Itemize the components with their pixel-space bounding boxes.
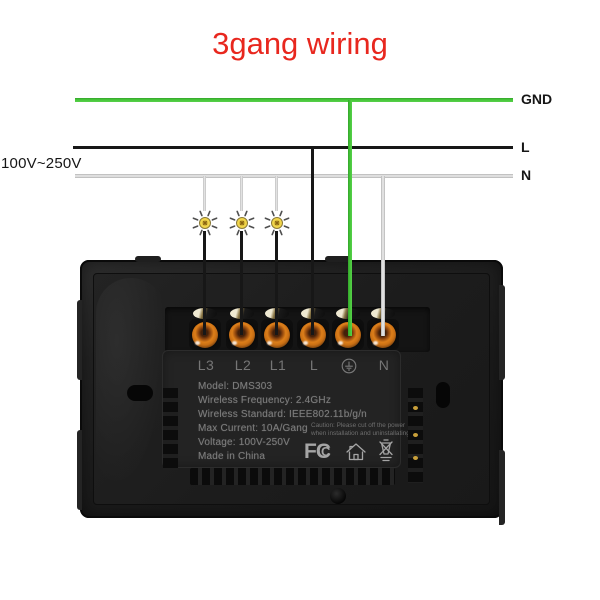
spec-line: Made in China	[198, 451, 266, 462]
caution-line: Caution: Please cut off the power	[311, 422, 406, 429]
light-bulb-icon	[229, 210, 255, 236]
gnd-wire-label: GND	[521, 91, 553, 107]
mounting-hole	[436, 382, 450, 408]
lamp-feed-wire	[240, 176, 243, 211]
crossed-out-bin-icon	[379, 439, 393, 462]
device-glare	[96, 278, 166, 488]
spec-line: Model: DMS303	[198, 381, 273, 392]
gnd-drop-wire	[348, 100, 352, 336]
terminal-label: L1	[269, 357, 287, 373]
screw-hole	[330, 488, 346, 504]
terminal-label: L	[309, 357, 319, 373]
contact-pin	[413, 456, 418, 460]
spec-line: Max Current: 10A/Gang	[198, 423, 308, 434]
lamp-return-wire	[203, 231, 206, 335]
neutral-wire	[75, 174, 513, 178]
neutral-wire-label: N	[521, 167, 532, 183]
gnd-wire	[75, 98, 513, 102]
smart-switch-device: L3 L2 L1 L N Model: DMS303 Wireless Freq…	[77, 256, 505, 525]
spec-line: Wireless Frequency: 2.4GHz	[198, 395, 332, 406]
mounting-clip	[77, 430, 82, 510]
light-bulb-icon	[264, 210, 290, 236]
svg-text:C: C	[321, 444, 331, 459]
spec-line: Wireless Standard: IEEE802.11b/g/n	[198, 409, 367, 420]
device-specs: Model: DMS303 Wireless Frequency: 2.4GHz…	[198, 380, 367, 464]
lamp-feed-wire	[203, 176, 206, 211]
lamp-return-wire	[275, 231, 278, 335]
mounting-clip	[499, 450, 505, 525]
live-wire	[73, 146, 513, 149]
diagram-title: 3gang wiring	[212, 26, 388, 61]
house-indoor-use-icon	[346, 443, 366, 461]
live-wire-label: L	[521, 139, 530, 155]
caution-line: when installation and uninstallating	[311, 429, 410, 437]
svg-text:FC: FC	[304, 440, 331, 463]
earth-ground-symbol-icon	[341, 358, 357, 374]
spec-panel: L3 L2 L1 L N Model: DMS303 Wireless Freq…	[162, 350, 410, 468]
terminal-label: N	[378, 357, 390, 373]
mounting-hole	[127, 385, 153, 401]
terminal-label: L3	[197, 357, 215, 373]
vent-teeth	[190, 468, 395, 485]
lamp-feed-wire	[275, 176, 278, 211]
voltage-range-label: 100V~250V	[1, 155, 82, 172]
spec-line: Voltage: 100V-250V	[198, 437, 291, 448]
light-bulb-icon	[192, 210, 218, 236]
top-clip-bump	[135, 256, 161, 262]
caution-note: Caution: Please cut off the power when i…	[311, 422, 411, 438]
live-drop-wire	[311, 147, 314, 335]
terminal-label: L2	[234, 357, 252, 373]
mounting-clip	[499, 285, 505, 380]
contact-pin	[413, 433, 418, 437]
neutral-drop-wire	[381, 176, 385, 336]
contact-pin	[413, 406, 418, 410]
mounting-clip	[77, 300, 82, 380]
top-clip-bump	[325, 256, 351, 262]
fcc-logo: FC C	[304, 440, 332, 463]
lamp-return-wire	[240, 231, 243, 335]
connector-strip	[163, 388, 178, 470]
